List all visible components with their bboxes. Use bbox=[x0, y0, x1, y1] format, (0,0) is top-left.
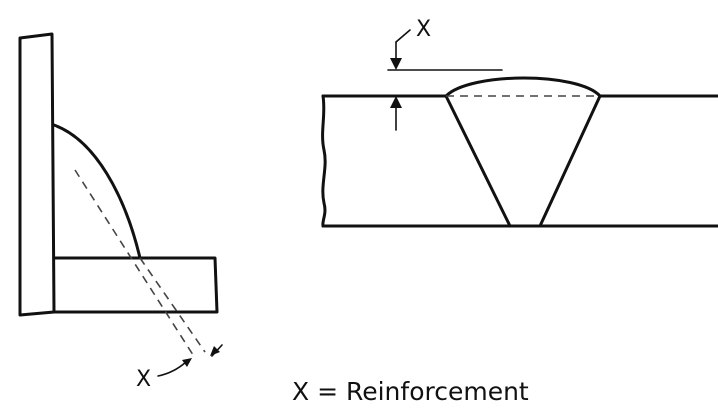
fillet-dimension-arrowhead bbox=[210, 346, 220, 356]
fillet-leader-arrowhead bbox=[182, 358, 192, 367]
groove-left-face bbox=[444, 94, 512, 228]
horizontal-plate bbox=[52, 256, 219, 314]
fillet-reinforcement-label: X bbox=[136, 367, 151, 392]
fillet-reinforcement-dashed-line-outer bbox=[74, 169, 196, 359]
fillet-weld-bead bbox=[52, 123, 142, 260]
groove-reinforcement-label: X bbox=[416, 17, 431, 42]
groove-weld-joint: X bbox=[321, 17, 718, 228]
vertical-plate bbox=[18, 32, 56, 317]
groove-dimension-arrowhead-bottom bbox=[390, 96, 402, 108]
fillet-reinforcement-dashed-line-inner bbox=[139, 257, 206, 353]
fillet-weld-joint: X bbox=[18, 32, 223, 392]
legend-text: X = Reinforcement bbox=[292, 377, 529, 406]
groove-right-face bbox=[538, 94, 602, 228]
groove-dimension-leader bbox=[395, 29, 411, 43]
fillet-leader-line bbox=[157, 361, 187, 377]
groove-dimension-arrowhead-top bbox=[390, 58, 402, 70]
butt-plate-break-edge bbox=[321, 94, 327, 228]
groove-weld-cap bbox=[444, 76, 602, 98]
